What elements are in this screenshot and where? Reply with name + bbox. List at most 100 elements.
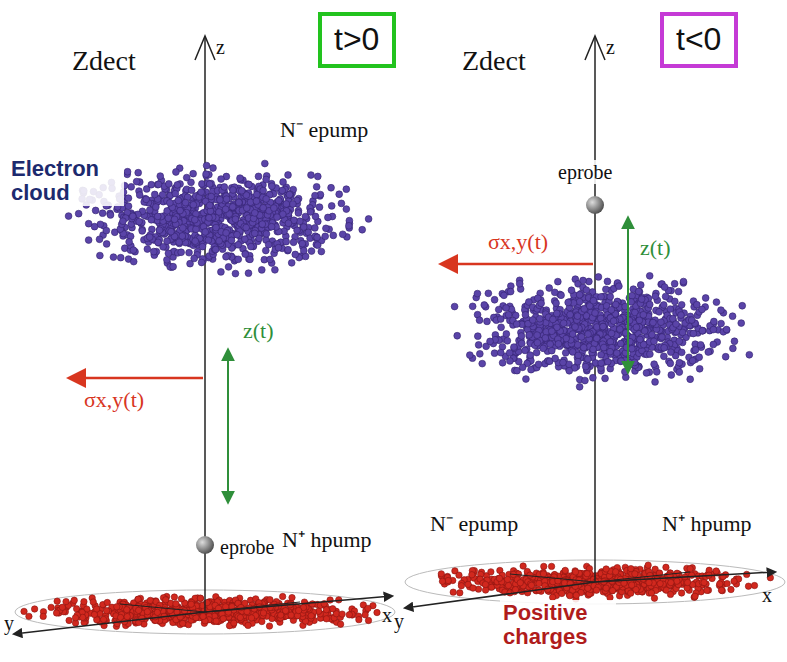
charge-dot <box>247 243 254 250</box>
charge-dot <box>192 238 199 245</box>
charge-dot <box>125 195 132 202</box>
charge-dot <box>154 181 161 188</box>
charge-dot <box>48 604 54 610</box>
charge-dot <box>150 248 157 255</box>
charge-dot <box>541 563 547 569</box>
charge-dot <box>203 171 210 178</box>
charge-dot <box>751 582 757 588</box>
charge-dot <box>220 615 226 621</box>
charge-dot <box>251 209 258 216</box>
charge-dot <box>186 249 193 256</box>
charge-dot <box>156 227 163 234</box>
charge-dot <box>148 181 155 188</box>
charge-dot <box>91 611 97 617</box>
charge-dot <box>146 207 153 214</box>
y-axis <box>14 612 205 634</box>
charge-dot <box>206 181 213 188</box>
charge-dot <box>133 178 140 185</box>
charge-dot <box>339 231 346 238</box>
charge-dot <box>173 601 179 607</box>
charge-dot <box>242 251 249 258</box>
charge-dot <box>223 196 230 203</box>
charge-dot <box>110 254 117 261</box>
charge-dot <box>229 603 235 609</box>
charge-dot <box>146 234 153 241</box>
charge-dot <box>200 613 206 619</box>
charge-dot <box>155 181 162 188</box>
charge-dot <box>124 168 131 175</box>
charge-dot <box>309 601 315 607</box>
charge-dot <box>193 226 200 233</box>
charge-dot <box>247 256 254 263</box>
charge-dot <box>469 572 475 578</box>
charge-dot <box>253 198 260 205</box>
charge-dot <box>198 259 205 266</box>
charge-dot <box>279 593 285 599</box>
charge-dot <box>65 213 72 220</box>
charge-dot <box>188 187 195 194</box>
charge-dot <box>307 209 314 216</box>
charge-dot <box>59 604 65 610</box>
charge-dot <box>295 607 301 613</box>
charge-dot <box>90 599 96 605</box>
charge-dot <box>263 230 270 237</box>
charge-dot <box>316 204 323 211</box>
charge-dot <box>286 191 293 198</box>
charge-dot <box>295 210 302 217</box>
charge-dot <box>274 214 281 221</box>
charge-dot <box>197 595 203 601</box>
charge-dot <box>66 617 72 623</box>
charge-dot <box>308 613 314 619</box>
sigma-arrow <box>70 377 203 380</box>
charge-dot <box>285 220 292 227</box>
charge-dot <box>645 562 651 568</box>
charge-dot <box>228 237 235 244</box>
charge-dot <box>261 160 268 167</box>
charge-dot <box>323 607 329 613</box>
charge-dot <box>212 246 219 253</box>
charge-dot <box>270 205 277 212</box>
charge-dot <box>171 216 178 223</box>
charge-dot <box>128 183 135 190</box>
charge-dot <box>562 568 568 574</box>
charge-dot <box>143 196 150 203</box>
charge-dot <box>221 184 228 191</box>
charge-dot <box>71 597 77 603</box>
charge-dot <box>236 199 243 206</box>
charge-dot <box>289 594 295 600</box>
charge-dot <box>238 187 245 194</box>
charge-dot <box>328 184 335 191</box>
charge-dot <box>278 612 284 618</box>
charge-dot <box>54 598 60 604</box>
charge-dot <box>129 213 136 220</box>
charge-dot <box>488 569 494 575</box>
charge-dot <box>338 200 345 207</box>
charge-dot <box>164 256 171 263</box>
charge-dot <box>308 172 315 179</box>
charge-dot <box>253 191 260 198</box>
probe-electron <box>196 536 214 554</box>
charge-dot <box>365 605 371 611</box>
charge-dot <box>218 268 225 275</box>
charge-dot <box>267 256 274 263</box>
charge-dot <box>166 199 173 206</box>
charge-dot <box>245 270 252 277</box>
charge-dot <box>135 607 141 613</box>
charge-dot <box>75 210 82 217</box>
charge-dot <box>343 186 350 193</box>
charge-dot <box>329 606 335 612</box>
detector-symbol <box>195 36 215 60</box>
charge-dot <box>255 173 262 180</box>
charge-dot <box>81 598 87 604</box>
charge-dot <box>103 227 110 234</box>
charge-dot <box>91 223 98 230</box>
charge-dot <box>179 225 186 232</box>
charge-dot <box>217 196 224 203</box>
charge-dot <box>125 203 132 210</box>
charge-dot <box>136 218 143 225</box>
charge-dot <box>53 610 59 616</box>
charge-dot <box>287 191 294 198</box>
charge-dot <box>96 252 103 259</box>
charge-dot <box>314 173 321 180</box>
